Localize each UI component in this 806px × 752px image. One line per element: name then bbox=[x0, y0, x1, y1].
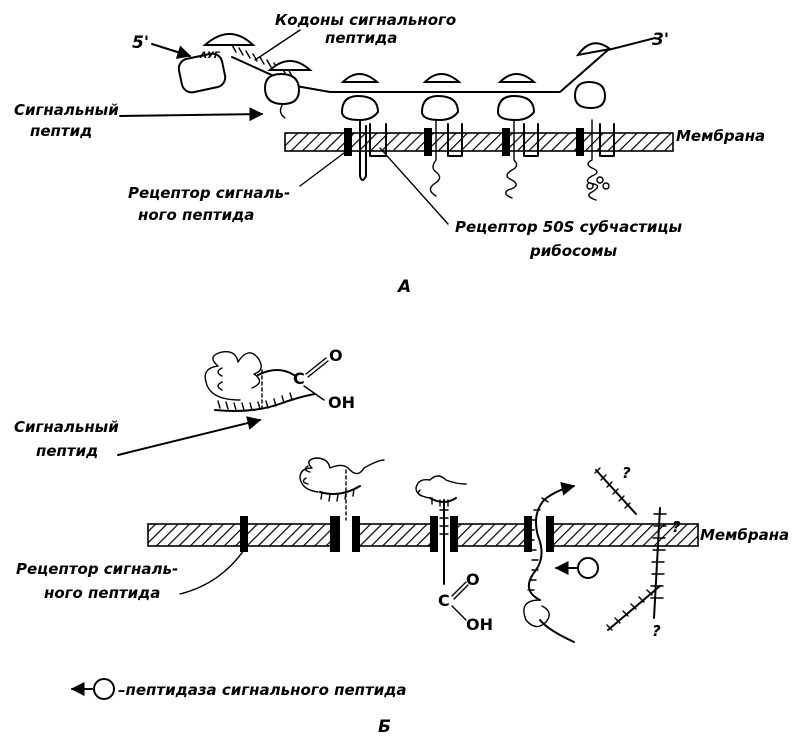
protein-b1 bbox=[299, 457, 385, 521]
carbonyl-o-top: O bbox=[329, 346, 343, 365]
receptor-signal-b-2: ного пептида bbox=[44, 584, 160, 602]
panel-b-letter: Б bbox=[378, 717, 391, 737]
receptor-signal-a-2: ного пептида bbox=[138, 206, 254, 224]
bond-co2-bottom bbox=[453, 584, 469, 600]
bond-co-top bbox=[305, 357, 327, 375]
hydroxyl-bottom: OH bbox=[466, 615, 493, 634]
codons-label-1: Кодоны сигнального bbox=[275, 11, 456, 29]
protein-b3 bbox=[523, 481, 599, 643]
signal-peptide-b-1: Сигнальный bbox=[14, 418, 119, 436]
signal-peptide-a-2: пептид bbox=[30, 122, 92, 140]
panel-b: C O OH Сигнальный пептид bbox=[14, 346, 789, 737]
hydroxyl-top: OH bbox=[328, 393, 355, 412]
receptor-50s-2: рибосомы bbox=[529, 242, 617, 260]
receptor-signal-b-1: Рецептор сигналь- bbox=[16, 560, 178, 578]
signal-peptide-b-2: пептид bbox=[36, 442, 98, 460]
signal-receptors-a bbox=[344, 128, 584, 156]
signal-receptors-b bbox=[240, 516, 554, 552]
end-3-label: 3' bbox=[652, 30, 669, 50]
nascent-chains bbox=[359, 119, 610, 201]
panel-a-letter: А bbox=[396, 277, 411, 297]
receptors-50s bbox=[369, 123, 615, 157]
ribosome-5 bbox=[496, 73, 537, 122]
legend: –пептидаза сигнального пептида bbox=[70, 678, 406, 700]
carboxyl-c-bottom: C bbox=[438, 591, 450, 610]
membrane-a-label: Мембрана bbox=[676, 127, 765, 145]
receptor-signal-b-pointer bbox=[179, 549, 245, 595]
codons-pointer bbox=[254, 29, 301, 61]
ribosome-2 bbox=[263, 60, 313, 119]
signal-peptide-a-arrow bbox=[119, 107, 264, 122]
end-5-label: 5' bbox=[132, 33, 149, 53]
question-1: ? bbox=[622, 464, 631, 482]
bond-co-bottom bbox=[451, 581, 467, 597]
signal-peptide-a-1: Сигнальный bbox=[14, 101, 119, 119]
receptor-signal-a-pointer bbox=[299, 149, 349, 187]
start-codon: АУГ bbox=[199, 51, 221, 61]
legend-text: –пептидаза сигнального пептида bbox=[118, 681, 406, 699]
carboxyl-c-top: C bbox=[293, 369, 305, 388]
question-2: ? bbox=[672, 518, 681, 536]
bond-co2-top bbox=[307, 360, 329, 378]
receptor-50s-1: Рецептор 50S субчастицы bbox=[455, 218, 682, 236]
protein-b2: C O OH bbox=[415, 475, 493, 634]
legend-peptidase-icon bbox=[93, 678, 115, 700]
ribosome-3 bbox=[340, 73, 380, 122]
panel-a: 5' 3' АУГ bbox=[14, 11, 765, 297]
ribosome-initiation: АУГ bbox=[177, 33, 256, 94]
membrane-b bbox=[147, 523, 699, 547]
peptidase-icon bbox=[577, 557, 599, 579]
bond-coh-bottom bbox=[451, 605, 467, 621]
question-3: ? bbox=[652, 622, 661, 640]
bond-coh-top bbox=[303, 385, 325, 401]
receptor-50s-pointer bbox=[379, 147, 449, 225]
ribosome-4 bbox=[420, 73, 462, 122]
membrane-b-label: Мембрана bbox=[700, 526, 789, 544]
signal-peptide-b-arrow bbox=[117, 416, 262, 456]
free-protein: C O OH bbox=[204, 346, 355, 412]
receptor-signal-a-1: Рецептор сигналь- bbox=[128, 184, 290, 202]
arrow-5 bbox=[151, 43, 192, 59]
cleaved-peptides: ? ? ? bbox=[594, 464, 681, 640]
codons-label-2: пептида bbox=[325, 29, 397, 47]
carbonyl-o-bottom: O bbox=[466, 570, 480, 589]
ribosome-released bbox=[573, 42, 613, 110]
